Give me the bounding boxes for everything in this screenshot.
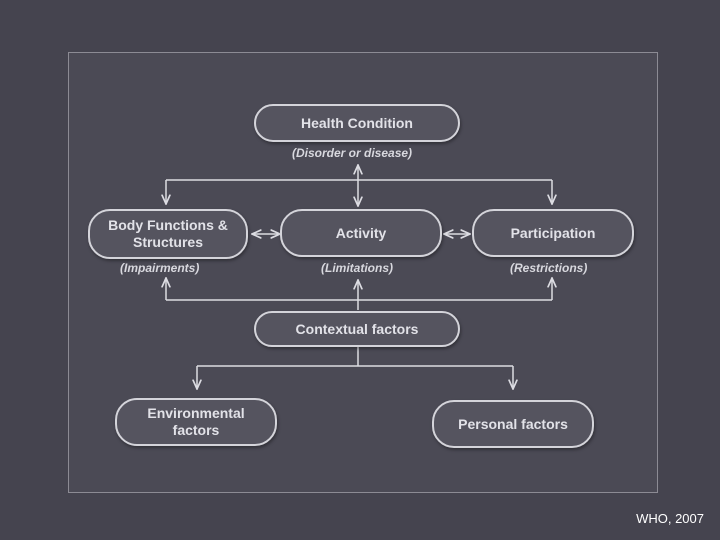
activity-box: Activity: [280, 209, 442, 257]
body-functions-label-line1: Body Functions &: [108, 217, 228, 233]
participation-subtitle: (Restrictions): [510, 261, 588, 275]
contextual-factors-label: Contextual factors: [295, 320, 419, 337]
activity-label: Activity: [335, 224, 387, 241]
body-functions-label-line2: Structures: [132, 234, 204, 250]
health-condition-box: Health Condition: [254, 104, 460, 142]
health-condition-subtitle: (Disorder or disease): [292, 146, 413, 160]
health-condition-label: Health Condition: [301, 114, 413, 131]
activity-subtitle: (Limitations): [321, 261, 393, 275]
personal-factors-box: Personal factors: [432, 400, 594, 448]
participation-box: Participation: [472, 209, 634, 257]
environmental-factors-box: Environmental factors: [115, 398, 277, 446]
environmental-factors-label-line1: Environmental: [147, 405, 245, 421]
body-functions-box: Body Functions & Structures: [88, 209, 248, 259]
source-credit: WHO, 2007: [636, 511, 704, 526]
personal-factors-label: Personal factors: [458, 415, 568, 432]
contextual-factors-box: Contextual factors: [254, 311, 460, 347]
environmental-factors-label-line2: factors: [172, 422, 220, 438]
participation-label: Participation: [510, 224, 596, 241]
body-functions-subtitle: (Impairments): [120, 261, 200, 275]
